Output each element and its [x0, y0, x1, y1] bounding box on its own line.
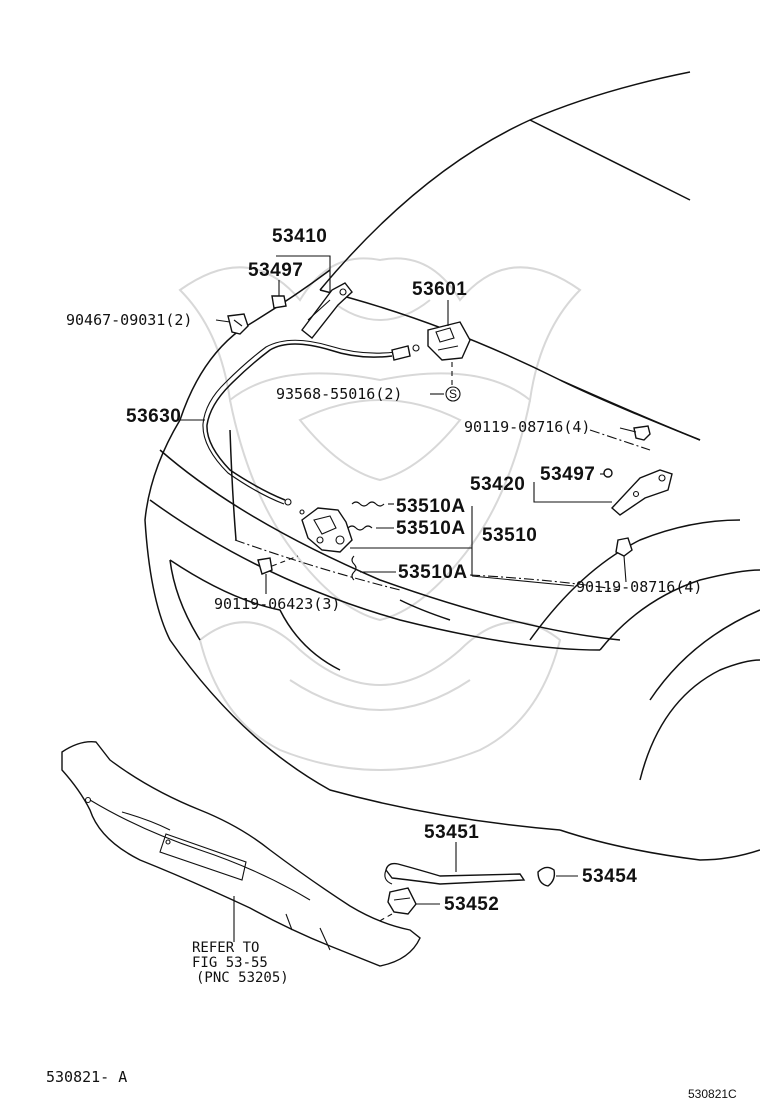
- catalog-code: 530821C: [688, 1087, 737, 1101]
- label-bolt-upper-right: 90119-08716(4): [464, 418, 590, 436]
- reference-note-line-3: (PNC 53205): [196, 970, 289, 986]
- hood-lock: [301, 507, 353, 553]
- lock-spring-a: [351, 501, 385, 507]
- label-hinge-right: 53420: [470, 474, 525, 495]
- label-lock-spring-b: 53510A: [396, 518, 466, 539]
- label-bolt-lower-right: 90119-08716(4): [576, 578, 702, 596]
- label-lock-spring-a: 53510A: [396, 496, 466, 517]
- lock-spring-c: [351, 555, 357, 581]
- label-screw: 93568-55016(2): [276, 385, 402, 403]
- release-handle: [427, 321, 471, 388]
- label-rod-clip: 53452: [444, 894, 499, 915]
- label-clip-left: 90467-09031(2): [66, 311, 192, 329]
- hinge-right: [610, 469, 673, 516]
- label-support-rod: 53451: [424, 822, 479, 843]
- cushion-left: [271, 295, 287, 309]
- clip-left: [227, 313, 249, 335]
- lower-seal: [61, 741, 421, 967]
- lock-spring-b: [347, 525, 373, 531]
- label-release-handle: 53601: [412, 279, 467, 300]
- cable: [202, 339, 420, 515]
- label-lock-assy: 53510: [482, 525, 537, 546]
- reference-note-line-2: FIG 53-55: [192, 955, 268, 971]
- reference-note-line-1: REFER TO: [192, 940, 259, 956]
- label-bolt-lock: 90119-06423(3): [214, 595, 340, 613]
- rod-holder: [537, 866, 556, 887]
- svg-text:S: S: [449, 387, 457, 401]
- bolt-lock: [257, 555, 299, 575]
- figure-code: 530821- A: [46, 1068, 127, 1086]
- label-cable: 53630: [126, 406, 181, 427]
- screw-symbol-icon: S: [445, 386, 461, 402]
- bolt-lower-right: [615, 537, 633, 583]
- cushion-right: [603, 468, 613, 478]
- watermark-emblem-icon: [178, 257, 582, 771]
- label-rod-holder: 53454: [582, 866, 637, 887]
- bolt-upper-right: [633, 425, 651, 441]
- support-rod: [384, 862, 526, 885]
- label-lock-spring-c: 53510A: [398, 562, 468, 583]
- leader-lines: [180, 255, 637, 942]
- label-cushion-right: 53497: [540, 464, 595, 485]
- hinge-left: [301, 282, 353, 339]
- vehicle-body-outline: [144, 71, 760, 861]
- label-hinge-left: 53410: [272, 226, 327, 247]
- label-cushion-left: 53497: [248, 260, 303, 281]
